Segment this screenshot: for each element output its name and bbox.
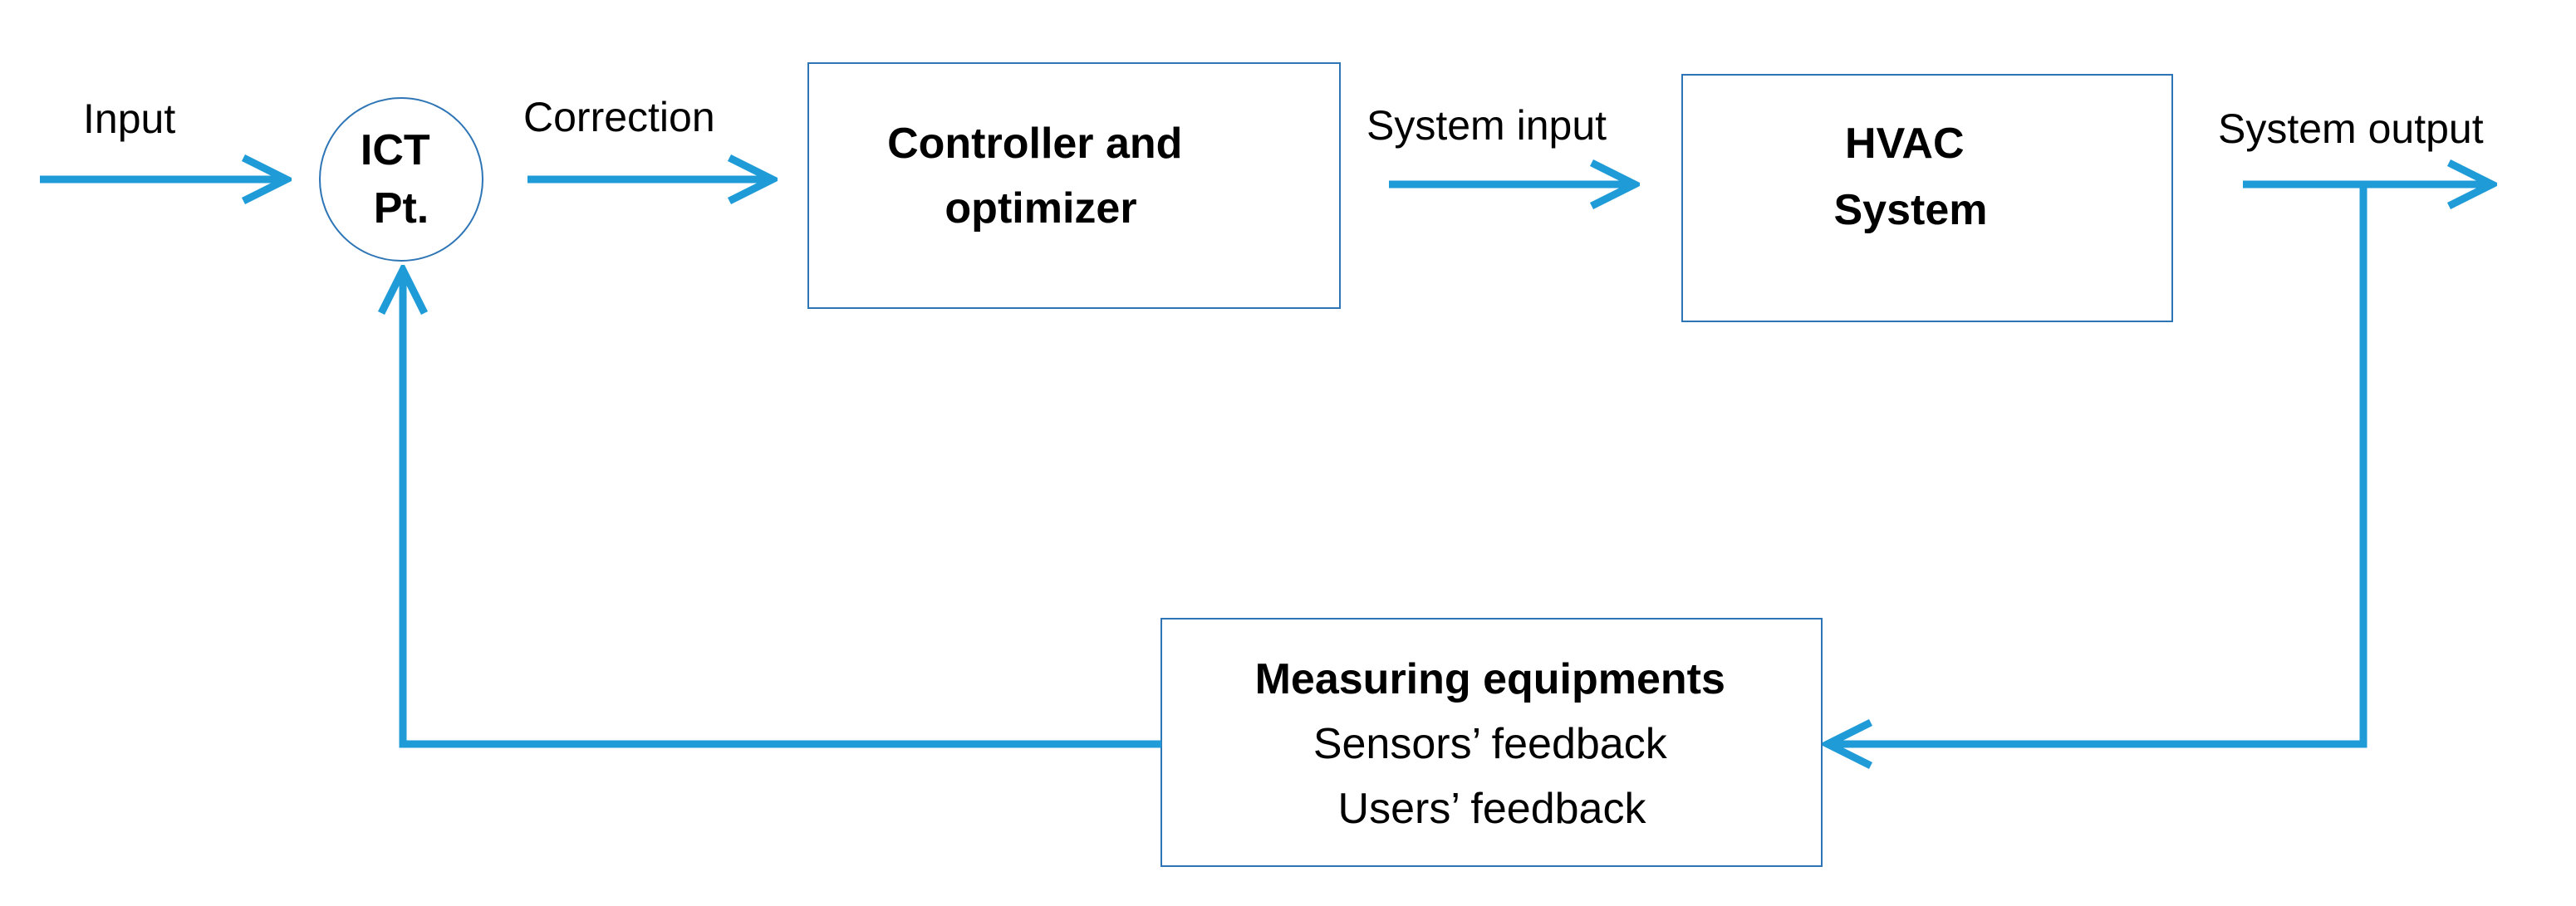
measuring-to-ict-feedback-arrow: [403, 270, 1161, 748]
measuring-label-line3: Users’ feedback: [1338, 785, 1647, 833]
ict-point-circle: [319, 97, 483, 262]
system-input-label: System input: [1367, 102, 1607, 149]
system-output-label: System output: [2218, 105, 2484, 152]
controller-label-line1: Controller and: [887, 120, 1182, 168]
measuring-label-title: Measuring equipments: [1255, 655, 1725, 703]
measuring-label: Measuring equipments Sensors’ feedback U…: [1255, 655, 1730, 833]
output-to-measuring-feedback-arrow: [1828, 184, 2367, 744]
correction-label: Correction: [523, 94, 715, 140]
ict-point-label-line1: ICT: [361, 126, 430, 174]
ict-point-label-line2: Pt.: [374, 184, 429, 233]
hvac-box: [1681, 74, 2173, 322]
controller-box: [807, 62, 1341, 309]
controller-label-line2: optimizer: [945, 184, 1136, 233]
ict-point-label: ICT Pt.: [361, 126, 442, 233]
controller-label: Controller and optimizer: [887, 120, 1195, 233]
hvac-label: HVAC System: [1834, 120, 1988, 234]
hvac-label-line2: System: [1834, 186, 1988, 234]
measuring-label-line2: Sensors’ feedback: [1313, 720, 1668, 768]
input-label: Input: [83, 95, 175, 142]
measuring-box: [1160, 618, 1823, 867]
hvac-label-line1: HVAC: [1845, 120, 1964, 168]
